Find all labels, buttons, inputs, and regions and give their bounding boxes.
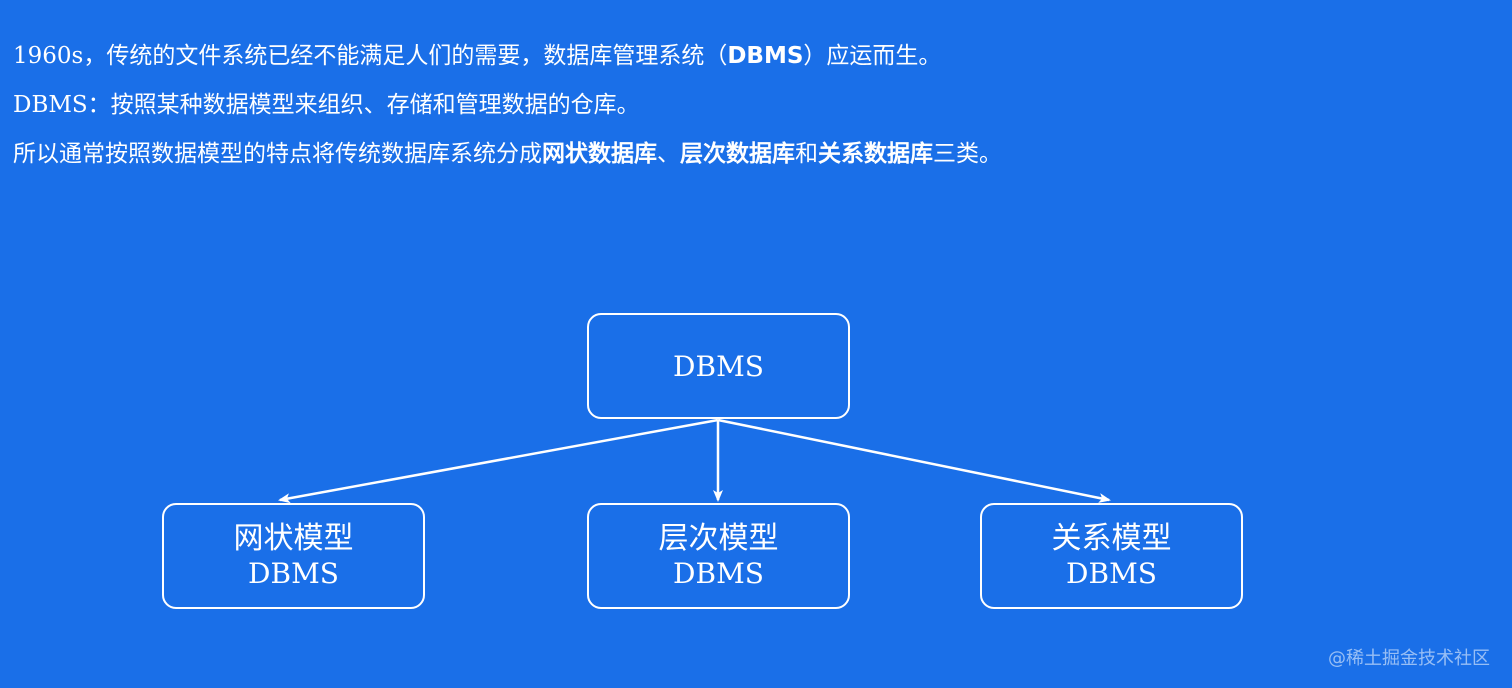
- line1-dbms-bold: DBMS: [727, 43, 804, 69]
- relational-model-node: 关系模型 DBMS: [980, 503, 1243, 609]
- root-label: DBMS: [673, 349, 764, 383]
- arrow-to-relational-model: [717, 418, 1111, 503]
- network-model-node: 网状模型 DBMS: [162, 503, 425, 609]
- intro-line-2: DBMS：按照某种数据模型来组织、存储和管理数据的仓库。: [13, 92, 640, 118]
- line3-relational-db: 关系数据库: [818, 141, 933, 167]
- intro-text: 1960s，传统的文件系统已经不能满足人们的需要，数据库管理系统（DBMS）应运…: [13, 32, 1002, 179]
- line3-text-start: 所以通常按照数据模型的特点将传统数据库系统分成: [13, 141, 542, 167]
- node-title: 网状模型: [233, 521, 354, 556]
- line3-separator-2: 和: [795, 141, 818, 167]
- line3-text-end: 三类。: [933, 141, 1002, 167]
- hierarchical-model-node: 层次模型 DBMS: [587, 503, 850, 609]
- line3-hierarchical-db: 层次数据库: [680, 141, 795, 167]
- node-title: 关系模型: [1051, 521, 1172, 556]
- line1-text-end: ）应运而生。: [803, 43, 942, 69]
- arrow-to-network-model: [278, 418, 719, 504]
- intro-line-1: 1960s，传统的文件系统已经不能满足人们的需要，数据库管理系统（DBMS）应运…: [13, 32, 1002, 81]
- line3-separator-1: 、: [657, 141, 680, 167]
- node-title: 层次模型: [658, 521, 779, 556]
- node-subtitle: DBMS: [248, 557, 339, 590]
- line1-text-start: 1960s，传统的文件系统已经不能满足人们的需要，数据库管理系统（: [13, 43, 728, 69]
- node-subtitle: DBMS: [673, 557, 764, 590]
- node-subtitle: DBMS: [1066, 557, 1157, 590]
- line3-network-db: 网状数据库: [542, 141, 657, 167]
- dbms-root-node: DBMS: [587, 313, 850, 419]
- watermark: @稀土掘金技术社区: [1328, 648, 1490, 669]
- intro-line-3: 所以通常按照数据模型的特点将传统数据库系统分成网状数据库、层次数据库和关系数据库…: [13, 130, 1002, 179]
